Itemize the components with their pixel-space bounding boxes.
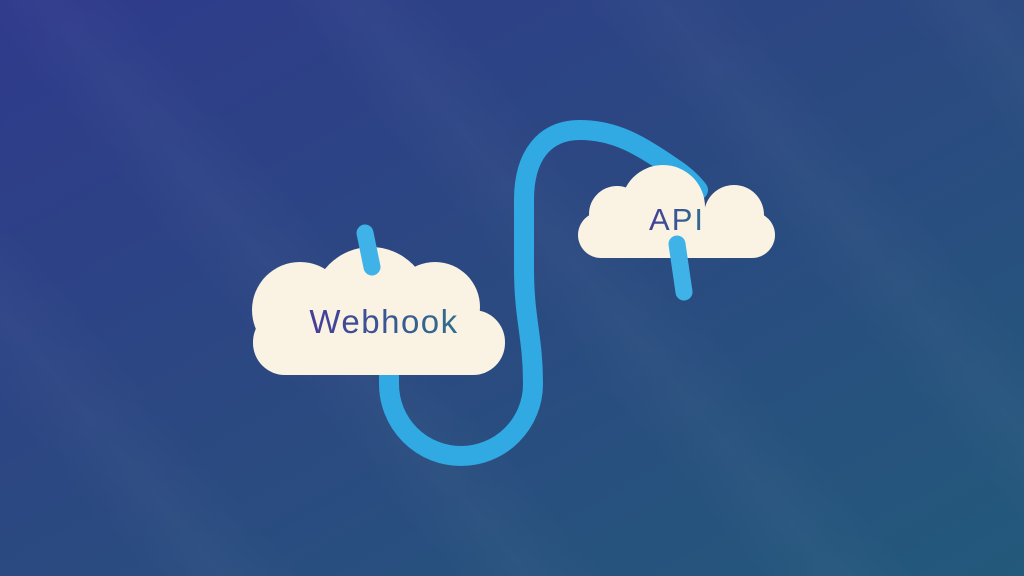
webhook-cloud-icon [252,247,505,375]
api-cloud-label: API [649,202,705,237]
connector-cable-icon [379,119,708,466]
webhook-cable-stub-icon [356,224,381,276]
webhook-cloud-label: Webhook [309,303,458,340]
api-cloud-icon [578,165,775,258]
api-cable-stub-icon [668,235,693,301]
